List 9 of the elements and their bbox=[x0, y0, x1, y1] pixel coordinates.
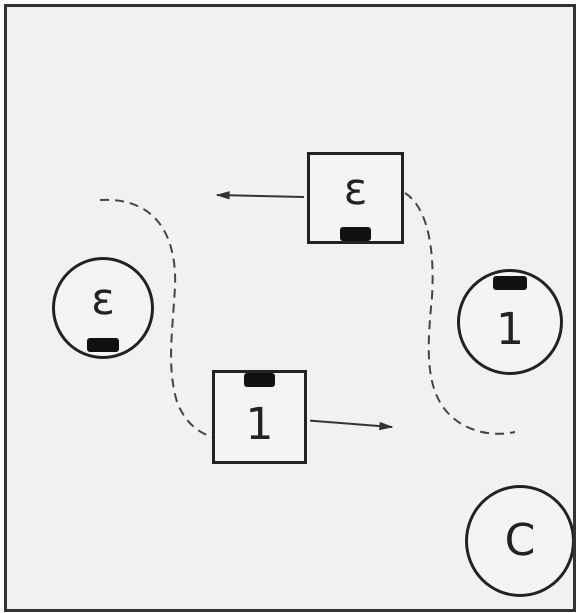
arrow bbox=[216, 191, 304, 200]
symbol-label: 1 bbox=[244, 400, 274, 450]
symbol-label: 1 bbox=[495, 305, 525, 355]
symbol-label: ε bbox=[90, 275, 116, 325]
square-marker bbox=[212, 370, 307, 464]
square-marker bbox=[307, 152, 404, 244]
symbol-label: C bbox=[504, 516, 536, 566]
arrow bbox=[310, 420, 394, 430]
symbol-label: ε bbox=[342, 165, 368, 215]
